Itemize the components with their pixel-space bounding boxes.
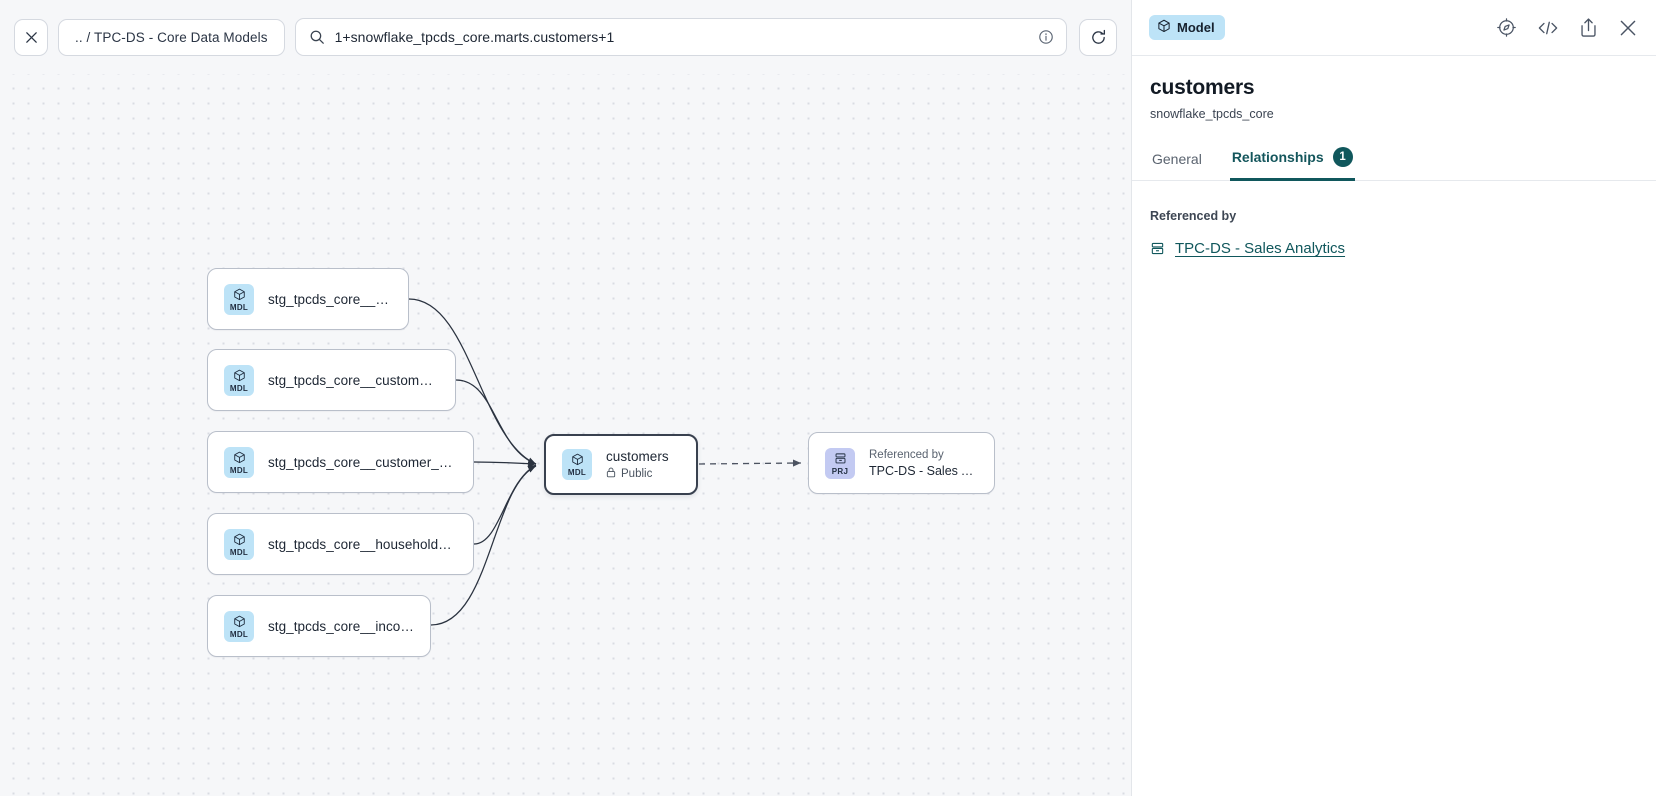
search-icon [309,29,325,45]
tab-relationships[interactable]: Relationships 1 [1229,147,1355,181]
share-icon[interactable] [1579,17,1598,38]
referenced-by-link[interactable]: TPC-DS - Sales Analytics [1175,240,1346,257]
lineage-edges [408,298,802,626]
node-label: stg_tpcds_core__household_demogr… [268,536,457,552]
drawer-icon [1150,241,1165,256]
badge-label: MDL [229,465,249,475]
cube-icon [233,450,246,465]
lineage-graph[interactable]: MDL stg_tpcds_core__customer MDL [0,0,1131,796]
cube-icon [233,532,246,547]
node-label: stg_tpcds_core__income_band [268,618,414,634]
lineage-node-sales-analytics-project[interactable]: PRJ Referenced by TPC-DS - Sales Analyti… [808,432,995,494]
lineage-canvas[interactable]: .. / TPC-DS - Core Data Models [0,0,1131,796]
badge-label: MDL [229,547,249,557]
badge-label: MDL [229,383,249,393]
close-icon[interactable] [1618,18,1638,38]
close-lineage-button[interactable] [14,18,48,56]
node-label: stg_tpcds_core__customer [268,291,392,307]
info-circle-icon[interactable] [1038,29,1054,45]
referenced-by-list: TPC-DS - Sales Analytics [1150,240,1638,257]
canvas-toolbar: .. / TPC-DS - Core Data Models [0,0,1131,74]
node-kicker: Referenced by [869,448,944,461]
lineage-search[interactable] [294,18,1067,56]
lineage-node-stg-household-demographics[interactable]: MDL stg_tpcds_core__household_demogr… [207,513,474,575]
lineage-node-stg-income-band[interactable]: MDL stg_tpcds_core__income_band [207,595,431,657]
list-item[interactable]: TPC-DS - Sales Analytics [1150,240,1638,257]
details-panel-header: Model [1132,0,1656,56]
node-body: stg_tpcds_core__income_band [268,619,414,634]
cube-icon [233,287,246,302]
lineage-node-stg-customer-address[interactable]: MDL stg_tpcds_core__customer_address [207,349,456,411]
code-icon[interactable] [1537,18,1559,38]
node-body: stg_tpcds_core__customer_address [268,373,439,388]
close-icon [24,30,39,45]
node-body: customers Public [606,449,669,481]
cube-icon [233,368,246,383]
node-body: stg_tpcds_core__customer_demogra… [268,455,457,470]
panel-body: Referenced by TPC-DS - Sales Analytics [1132,181,1656,257]
model-badge: MDL [224,364,254,396]
node-body: Referenced by TPC-DS - Sales Analytics [869,449,978,478]
lineage-node-customers[interactable]: MDL customers Public [544,434,698,495]
model-badge: MDL [224,610,254,642]
node-label: TPC-DS - Sales Analytics [869,463,978,478]
cube-icon [571,452,584,467]
page-title: customers [1150,76,1255,99]
refresh-icon [1090,29,1107,46]
lineage-node-stg-customer-demographics[interactable]: MDL stg_tpcds_core__customer_demogra… [207,431,474,493]
explore-icon[interactable] [1496,17,1517,38]
node-visibility: Public [606,467,669,481]
node-label: stg_tpcds_core__customer_demogra… [268,454,457,470]
tab-label: Relationships [1231,149,1324,165]
visibility-label: Public [621,467,653,480]
node-body: stg_tpcds_core__customer [268,292,392,307]
node-body: stg_tpcds_core__household_demogr… [268,537,457,552]
cube-icon [1157,19,1171,36]
refresh-button[interactable] [1079,18,1117,56]
model-source: snowflake_tpcds_core [1150,107,1274,121]
drawer-icon [834,451,847,466]
badge-label: MDL [229,629,249,639]
lineage-node-stg-customer[interactable]: MDL stg_tpcds_core__customer [207,268,409,330]
entity-type-label: Model [1177,20,1215,35]
model-badge: MDL [224,283,254,315]
model-badge: MDL [562,449,592,480]
cube-icon [233,614,246,629]
badge-label: MDL [229,302,249,312]
node-label: customers [606,448,669,464]
lock-icon [606,467,616,481]
project-badge: PRJ [825,447,855,479]
tab-general[interactable]: General [1150,151,1204,181]
entity-type-badge: Model [1149,15,1225,40]
panel-title-block: customers snowflake_tpcds_core [1132,56,1656,121]
breadcrumb[interactable]: .. / TPC-DS - Core Data Models [58,18,285,56]
node-label: stg_tpcds_core__customer_address [268,372,439,388]
model-badge: MDL [224,446,254,478]
panel-tabs: General Relationships 1 [1132,147,1656,181]
badge-label: MDL [567,468,587,477]
referenced-by-label: Referenced by [1150,209,1237,223]
relationships-count-badge: 1 [1332,147,1353,167]
search-input[interactable] [334,29,1028,45]
model-badge: MDL [224,528,254,560]
breadcrumb-label: .. / TPC-DS - Core Data Models [75,29,268,45]
panel-actions [1496,17,1638,38]
badge-label: PRJ [831,466,849,476]
details-panel: Model [1131,0,1656,796]
tab-label: General [1152,151,1202,167]
